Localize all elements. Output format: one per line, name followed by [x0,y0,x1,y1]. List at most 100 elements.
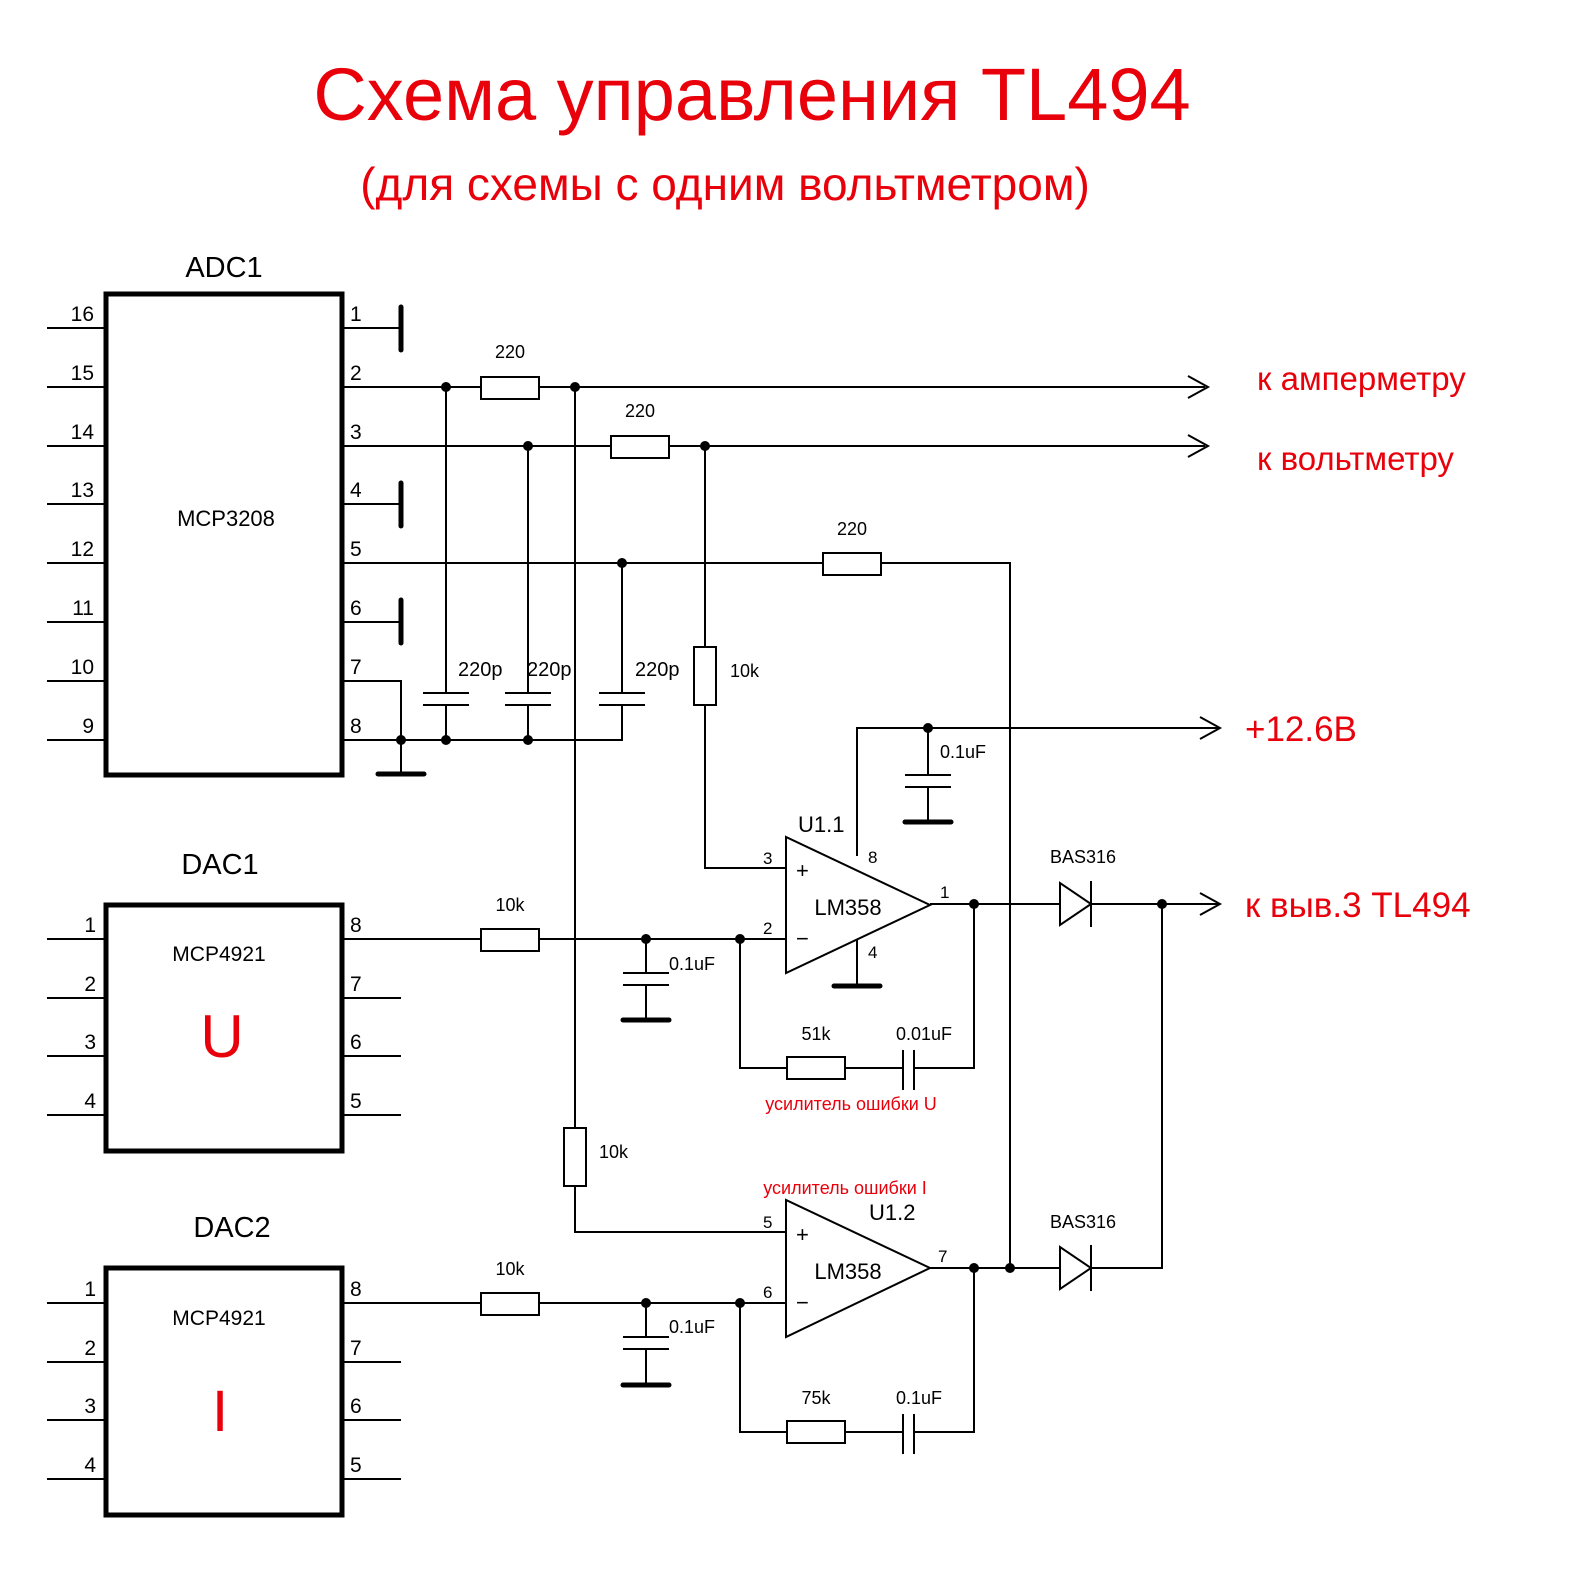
output-label-voltmeter: к вольтметру [1257,440,1454,477]
pin-label: 6 [763,1283,772,1302]
dac-pin-label: 4 [84,1090,96,1113]
adc-pin-label: 6 [350,597,362,620]
dac-pin-label: 8 [350,914,362,937]
dac-pin-label: 3 [84,1031,96,1054]
dac2-mark: I [212,1379,228,1444]
plus-sign: + [796,1222,809,1247]
pin-label: 4 [868,943,877,962]
resistor-220-ammeter [480,376,540,400]
arrow-icon [1187,434,1211,458]
resistor-220-feedback [822,552,882,576]
dac2-part: MCP4921 [172,1307,265,1330]
resistor-10k-voltage [693,646,717,706]
adc-pin-label: 10 [71,656,94,679]
minus-sign: − [796,926,809,951]
resistor-label: 10k [599,1142,629,1162]
arrow-icon [1199,892,1223,916]
adc-pin-label: 7 [350,656,362,679]
adc-pin-label: 15 [71,362,94,385]
arrow-icon [1187,375,1211,399]
resistor-label: 10k [495,1259,525,1279]
opamp-u1-1: U1.1 LM358 + − 3 2 8 4 1 BAS316 к выв.3 … [739,812,1471,1268]
opamp-ref: U1.1 [798,812,844,837]
opamp-part: LM358 [814,895,881,920]
resistor-label: 220 [495,342,525,362]
resistor-10k-dac2 [480,1292,540,1316]
adc-ref: ADC1 [185,252,262,284]
dac2-ref: DAC2 [193,1212,270,1244]
plus-sign: + [796,858,809,883]
dac-pin-label: 7 [350,1337,362,1360]
resistor-10k-dac1 [480,928,540,952]
resistor-label: 75k [801,1388,831,1408]
dac-pin-label: 1 [84,1278,96,1301]
resistor-label: 10k [495,895,525,915]
capacitor-label: 0.1uF [896,1388,942,1408]
output-label-ammeter: к амперметру [1257,360,1466,397]
adc-left-pins: 16 15 14 13 12 11 10 9 [47,303,106,741]
resistor-label: 10k [730,661,760,681]
adc-pin-label: 11 [72,597,94,620]
amp-note-u: усилитель ошибки U [765,1094,937,1114]
resistor-75k [786,1420,846,1444]
resistor-label: 220 [625,401,655,421]
adc-pin-label: 8 [350,715,362,738]
adc-chip: ADC1 MCP3208 16 15 14 13 12 11 10 9 1 2 … [47,252,427,778]
dac-pin-label: 7 [350,973,362,996]
subtitle: (для схемы с одним вольтметром) [360,158,1090,210]
dac-pin-label: 2 [84,973,96,996]
dac1-part: MCP4921 [172,943,265,966]
resistor-51k [786,1056,846,1080]
dac-pin-label: 6 [350,1031,362,1054]
pin-label: 5 [763,1213,772,1232]
adc-pin-label: 9 [82,715,94,738]
dac1-chip: DAC1 MCP4921 U 1 2 3 4 8 7 6 5 10k 0.1uF [47,849,786,1154]
diode-label: BAS316 [1050,1212,1116,1232]
adc-pin-label: 4 [350,479,362,502]
output-label-tl494: к выв.3 TL494 [1245,886,1471,925]
title: Схема управления TL494 [313,53,1190,136]
resistor-label: 51k [801,1024,831,1044]
capacitor-label: 220p [527,659,572,681]
resistor-220-voltmeter [610,435,670,459]
minus-sign: − [796,1290,809,1315]
opamp-part: LM358 [814,1259,881,1284]
supply-network: +12.6В 0.1uF [856,710,1357,856]
resistor-label: 220 [837,519,867,539]
capacitor-label: 220p [458,659,503,681]
pin-label: 7 [938,1247,947,1266]
dac-pin-label: 1 [84,914,96,937]
adc-pin-label: 14 [71,421,95,444]
diode-icon [1059,881,1093,927]
output-label-supply: +12.6В [1245,710,1357,749]
opamp-u1-2: усилитель ошибки I U1.2 LM358 + − 5 6 7 … [739,904,1163,1454]
pin-label: 2 [763,919,772,938]
dac-pin-label: 3 [84,1395,96,1418]
adc-pin-label: 13 [71,479,94,502]
opamp-ref: U1.2 [869,1200,915,1225]
adc-part: MCP3208 [177,506,275,531]
capacitor-label: 220p [635,659,680,681]
dac-pin-label: 4 [84,1454,96,1477]
adc-pin-label: 5 [350,538,362,561]
dac2-body [103,1265,345,1518]
dac-pin-label: 5 [350,1090,362,1113]
arrow-icon [1199,716,1223,740]
diode-label: BAS316 [1050,847,1116,867]
diode-icon [1059,1245,1093,1291]
adc-pin-label: 1 [350,303,362,326]
amp-note-i: усилитель ошибки I [763,1178,927,1198]
adc-pin-label: 16 [71,303,94,326]
dac-pin-label: 6 [350,1395,362,1418]
dac-pin-label: 8 [350,1278,362,1301]
adc-pin-label: 3 [350,421,362,444]
dac-pin-label: 2 [84,1337,96,1360]
pin-label: 3 [763,849,772,868]
capacitor-label: 0.1uF [940,742,986,762]
pin-label: 8 [868,848,877,867]
capacitor-label: 0.01uF [896,1024,952,1044]
adc-input-network: 220 к амперметру 220 к вольтметру 220 22… [342,342,1466,1268]
adc-pin-label: 12 [71,538,94,561]
dac-pin-label: 5 [350,1454,362,1477]
